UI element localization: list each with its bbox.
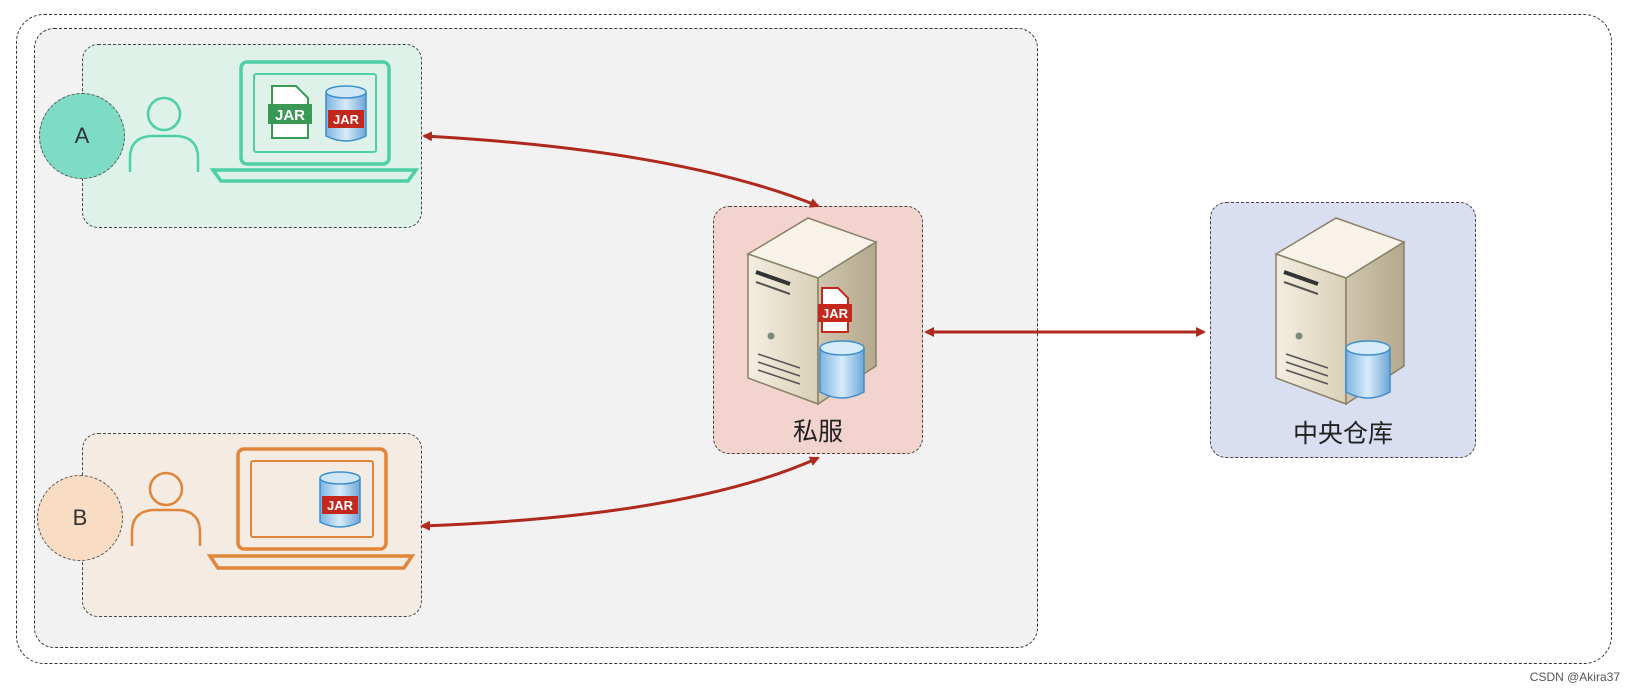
jar-label: JAR xyxy=(275,107,305,124)
outer-boundary xyxy=(16,14,1612,664)
user-b-badge: B xyxy=(37,475,123,561)
database-icon xyxy=(1345,340,1391,399)
database-icon: JAR xyxy=(325,85,367,142)
database-icon xyxy=(819,340,865,399)
jar-label: JAR xyxy=(327,498,354,513)
user-b-badge-label: B xyxy=(72,505,88,530)
watermark: CSDN @Akira37 xyxy=(1529,670,1620,684)
jar-label: JAR xyxy=(333,112,360,127)
person-icon xyxy=(128,96,200,172)
jar-file-icon: JAR xyxy=(268,85,312,139)
central-repo-label: 中央仓库 xyxy=(1293,419,1393,448)
laptop-icon xyxy=(209,60,420,183)
person-icon xyxy=(130,471,202,546)
private-server-label: 私服 xyxy=(793,417,843,446)
user-a-badge-label: A xyxy=(74,123,90,148)
arrow-b-private xyxy=(420,456,820,531)
arrow-a-private xyxy=(422,131,820,208)
database-icon: JAR xyxy=(319,471,361,528)
jar-label: JAR xyxy=(822,306,849,321)
laptop-icon xyxy=(206,447,416,570)
user-a-badge: A xyxy=(39,93,125,179)
jar-file-icon: JAR xyxy=(818,287,852,333)
